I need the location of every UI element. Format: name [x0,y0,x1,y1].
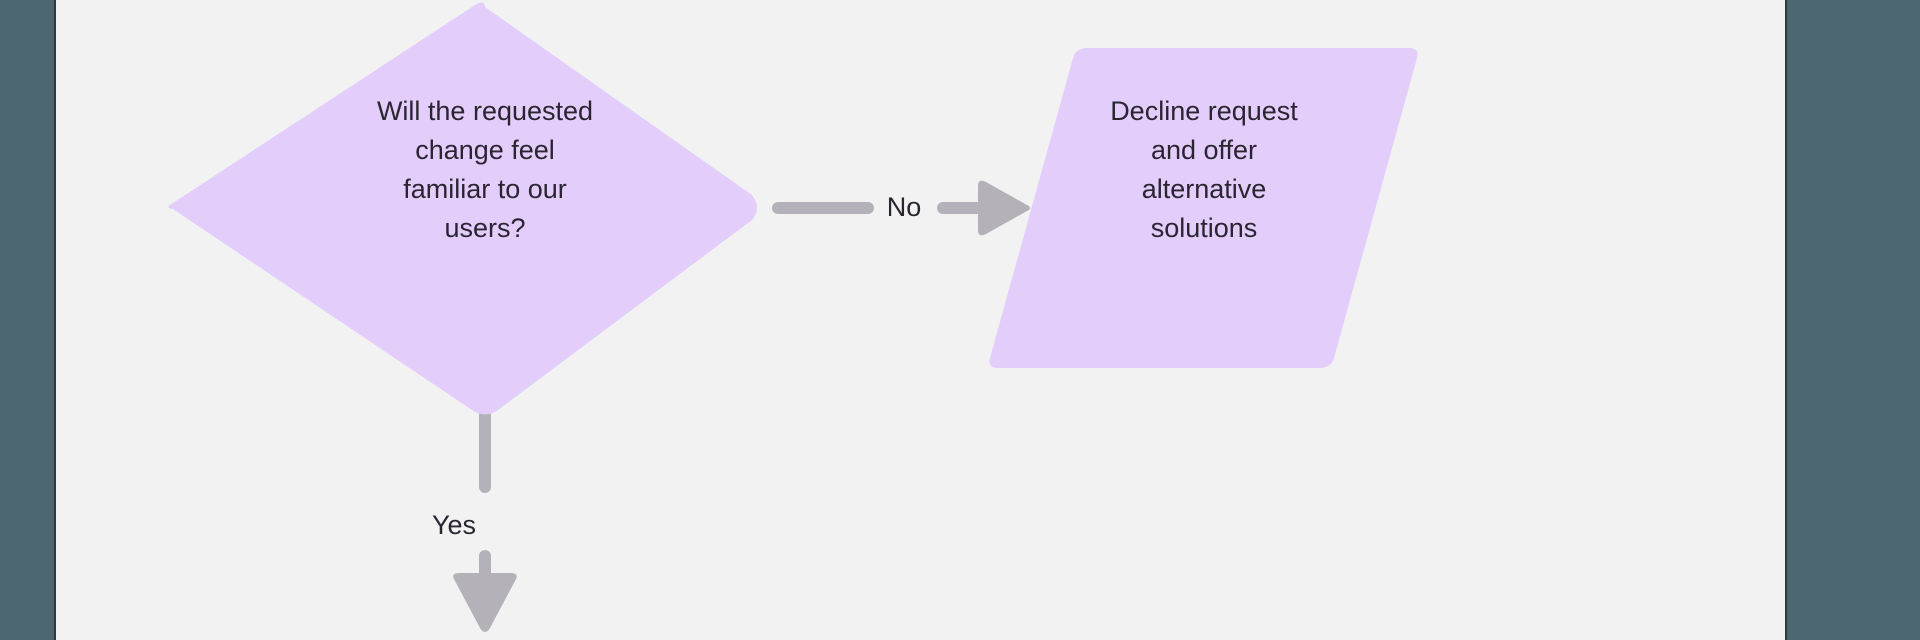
io-node-line-4: solutions [1151,213,1258,243]
io-node-decline-request[interactable]: Decline request and offer alternative so… [989,48,1418,368]
edge-yes-arrowhead-icon [453,573,517,632]
io-node-line-3: alternative [1142,174,1267,204]
decision-node-line-3: familiar to our [403,174,567,204]
decision-node-familiar[interactable]: Will the requested change feel familiar … [168,2,758,415]
flowchart-canvas[interactable]: No Yes Will the requested change feel fa… [56,0,1785,640]
edge-no-label: No [887,192,922,222]
left-rail-divider [54,0,56,640]
decision-node-line-2: change feel [415,135,555,165]
edge-no[interactable]: No [772,180,1030,236]
decision-node-line-4: users? [444,213,525,243]
right-rail-divider [1785,0,1787,640]
flowchart-svg: No Yes Will the requested change feel fa… [168,2,1418,632]
edge-yes[interactable]: Yes [432,406,517,632]
decision-node-shape [168,2,757,415]
right-chrome-rail [1787,0,1920,640]
decision-node-line-1: Will the requested [377,96,593,126]
io-node-line-1: Decline request [1110,96,1298,126]
io-node-line-2: and offer [1151,135,1257,165]
edge-yes-label: Yes [432,510,476,540]
edge-no-arrowhead-icon [978,180,1030,236]
left-chrome-rail [0,0,54,640]
io-node-shape [989,48,1418,368]
